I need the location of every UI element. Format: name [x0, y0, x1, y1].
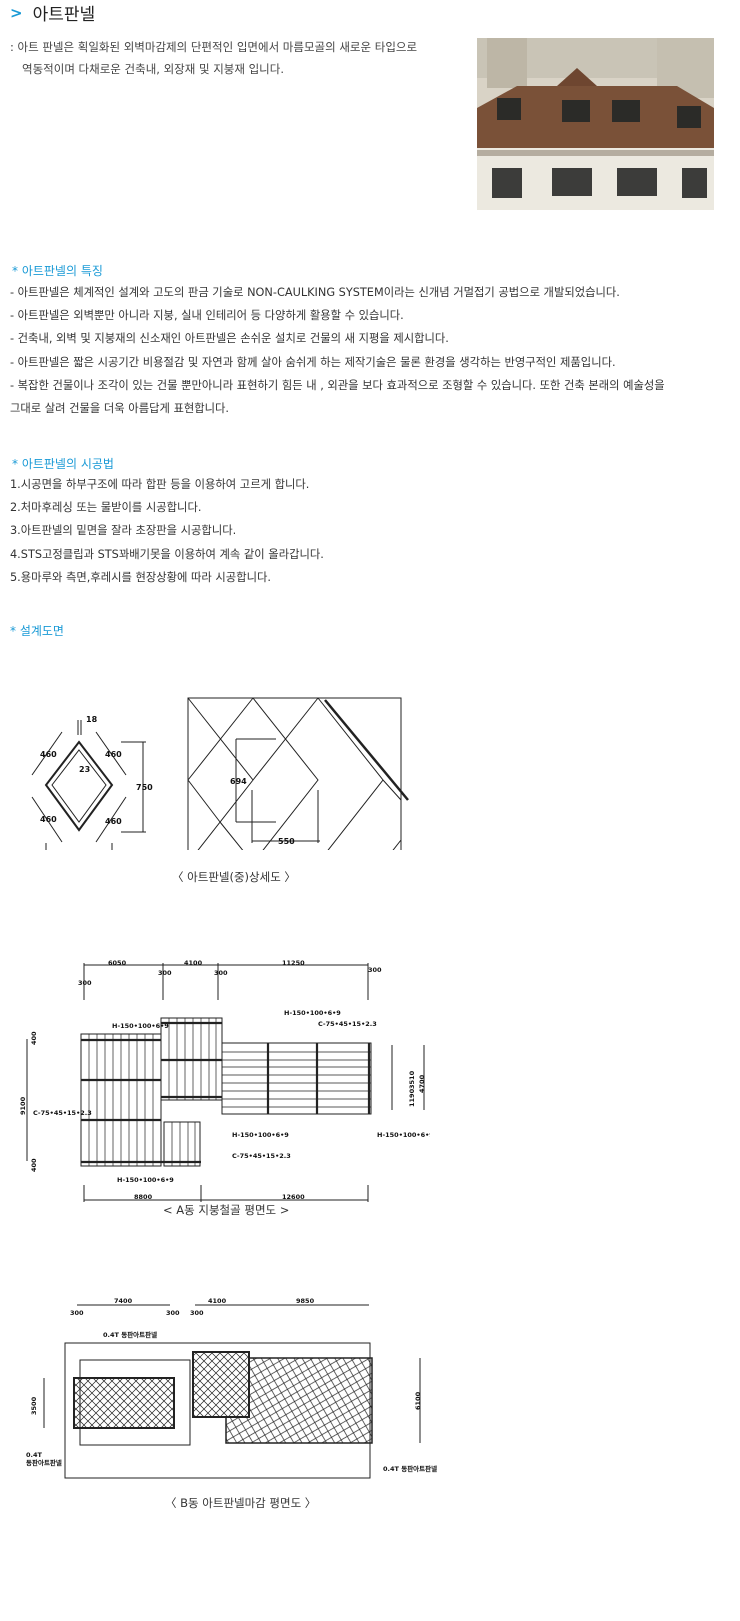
dim-label: 4700	[418, 1074, 426, 1093]
callout-label: H-150•100•6•9	[284, 1009, 341, 1017]
dim-label: 1190	[408, 1088, 416, 1107]
dim-label: 3510	[408, 1070, 416, 1089]
callout-label: H-150•100•6•9	[377, 1131, 430, 1139]
method-heading: * 아트판넬의 시공법	[12, 457, 114, 471]
dim-label: 300	[166, 1309, 180, 1317]
drawing-3-caption: 〈 B동 아트판넬마감 평면도 〉	[165, 1496, 317, 1510]
intro-text: : 아트 판넬은 획일화된 외벽마감제의 단편적인 입면에서 마름모골의 새로운…	[10, 36, 470, 80]
dim-label: 300	[190, 1309, 204, 1317]
dim-label: 400	[30, 1031, 38, 1045]
callout-label: 0.4T	[26, 1451, 43, 1459]
feature-item: 그대로 살려 건물을 더욱 아름답게 표현합니다.	[10, 402, 230, 416]
method-item: 5.용마루와 측면,후레시를 현장상황에 따라 시공합니다.	[10, 570, 271, 584]
dim-label: 12600	[282, 1193, 305, 1201]
dim-label: 3500	[30, 1396, 38, 1415]
dim-label: 4100	[184, 959, 203, 967]
dim-label: 7400	[114, 1297, 133, 1305]
dim-label: 6100	[414, 1391, 422, 1410]
feature-item: - 복잡한 건물이나 조각이 있는 건물 뿐만아니라 표현하기 힘든 내 , 외…	[10, 378, 665, 392]
intro-line-2: 역동적이며 다채로운 건축내, 외장재 및 지붕재 입니다.	[22, 62, 285, 76]
method-item: 3.아트판넬의 밑면을 잘라 초장판을 시공합니다.	[10, 524, 237, 538]
method-item: 1.시공면을 하부구조에 따라 합판 등을 이용하여 고르게 합니다.	[10, 478, 310, 491]
dim-label: 400	[30, 1158, 38, 1172]
callout-label: 0.4T 동판아트판넬	[103, 1330, 157, 1339]
dim-label: 460	[105, 817, 122, 826]
diamond-grid	[187, 697, 402, 850]
dim-label: 300	[78, 979, 92, 987]
dim-label: 300	[158, 969, 172, 977]
method-item: 2.처마후레싱 또는 물받이를 시공합니다.	[10, 501, 202, 515]
features-list: - 아트판넬은 체계적인 설계와 고도의 판금 기술로 NON-CAULKING…	[10, 281, 665, 420]
page-title-text: 아트판넬	[32, 5, 96, 25]
dim-label: 9100	[19, 1096, 27, 1115]
page-title: > 아트판넬	[10, 0, 96, 26]
a-roof-steel-plan-drawing: 6050 4100 11250 300 300 300 300 9100 400…	[19, 959, 430, 1202]
method-item: 4.STS고정클립과 STS꽈배기못을 이용하여 계속 같이 올라갑니다.	[10, 547, 324, 561]
dim-label: 550	[278, 837, 295, 846]
dim-label: 460	[40, 815, 57, 824]
dim-label: 6050	[108, 959, 127, 967]
panel-detail-drawing: 18 460 460 23 750 460 460 550 694 550	[31, 697, 409, 850]
callout-label: H-150•100•6•9	[112, 1022, 169, 1030]
drawing-1-caption: 〈 아트판넬(중)상세도 〉	[172, 870, 296, 884]
callout-label: C-75•45•15•2.3	[232, 1152, 291, 1160]
drawings-heading: * 설계도면	[10, 624, 64, 638]
dim-label: 18	[86, 715, 98, 724]
callout-label: H-150•100•6•9	[232, 1131, 289, 1139]
building-photo	[477, 38, 714, 210]
callout-label: H-150•100•6•9	[117, 1176, 174, 1184]
dim-label: 300	[214, 969, 228, 977]
method-list: 1.시공면을 하부구조에 따라 합판 등을 이용하여 고르게 합니다. 2.처마…	[10, 473, 324, 589]
feature-item: - 아트판넬은 체계적인 설계와 고도의 판금 기술로 NON-CAULKING…	[10, 286, 620, 299]
dim-label: 694	[230, 777, 247, 786]
intro-line-1: 아트 판넬은 획일화된 외벽마감제의 단편적인 입면에서 마름모골의 새로운 타…	[17, 40, 418, 54]
chevron-right-icon: >	[10, 3, 23, 22]
dim-label: 300	[368, 966, 382, 974]
callout-label: 동판아트판넬	[26, 1458, 62, 1467]
dim-label: 460	[40, 750, 57, 759]
features-heading: * 아트판넬의 특징	[12, 264, 103, 278]
dim-label: 300	[70, 1309, 84, 1317]
feature-item: - 건축내, 외벽 및 지붕재의 신소재인 아트판넬은 손쉬운 설치로 건물의 …	[10, 332, 449, 346]
feature-item: - 아트판넬은 짧은 시공기간 비용절감 및 자연과 함께 살아 숨쉬게 하는 …	[10, 355, 616, 369]
intro-prefix: :	[10, 40, 14, 54]
drawing-2-caption: < A동 지붕철골 평면도 >	[163, 1203, 290, 1217]
feature-item: - 아트판넬은 외벽뿐만 아니라 지붕, 실내 인테리어 등 다양하게 활용할 …	[10, 309, 404, 323]
dim-label: 4100	[208, 1297, 227, 1305]
b-art-panel-finish-plan-drawing: 7400 4100 9850 300 300 300 3500 6100 710…	[26, 1297, 437, 1479]
dim-label: 750	[136, 783, 153, 792]
callout-label: C-75•45•15•2.3	[33, 1109, 92, 1117]
dim-label: 8800	[134, 1193, 153, 1201]
dim-label: 11250	[282, 959, 305, 967]
dim-label: 23	[79, 765, 90, 774]
callout-label: 0.4T 동판아트판넬	[383, 1464, 437, 1473]
dim-label: 460	[105, 750, 122, 759]
callout-label: C-75•45•15•2.3	[318, 1020, 377, 1028]
dim-label: 9850	[296, 1297, 315, 1305]
